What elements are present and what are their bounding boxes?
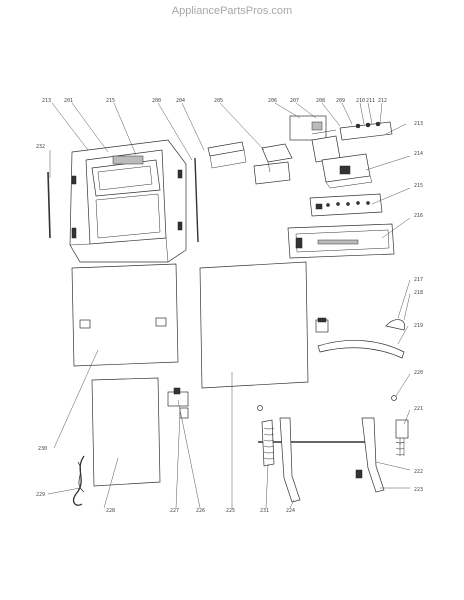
- callout-214: 214: [414, 151, 423, 157]
- hinge-spring-assembly: [391, 395, 409, 456]
- callout-211: 211: [366, 98, 375, 104]
- callout-229: 229: [36, 492, 45, 498]
- callout-205: 205: [214, 98, 223, 104]
- callout-206: 206: [268, 98, 277, 104]
- small-brackets: [315, 317, 406, 359]
- callout-226: 226: [196, 508, 205, 514]
- watermark-text: AppliancePartsPros.com: [171, 5, 293, 17]
- callout-223: 223: [414, 487, 423, 493]
- callout-207: 207: [290, 98, 299, 104]
- callout-213: 213: [42, 98, 51, 104]
- control-strip: [309, 193, 383, 217]
- inner-door-panel: [199, 261, 309, 389]
- vertical-trim-strip: [194, 157, 199, 243]
- callout-230: 230: [38, 446, 47, 452]
- callout-224: 224: [286, 508, 295, 514]
- wire-connectors: [311, 121, 393, 141]
- callout-212: 212: [378, 98, 387, 104]
- hinge-bar: [207, 141, 247, 169]
- callout-222: 222: [414, 469, 423, 475]
- door-latch: [167, 387, 189, 419]
- callout-200: 200: [152, 98, 161, 104]
- callout-220: 220: [414, 370, 423, 376]
- callout-221: 221: [414, 406, 423, 412]
- outer-door-panel: [71, 263, 179, 367]
- upper-control-module: [289, 115, 373, 189]
- callout-204: 204: [176, 98, 185, 104]
- callout-numbers: 213 201 215 200 204 205 206 207 208 209 …: [36, 98, 423, 514]
- callout-215a: 215: [106, 98, 115, 104]
- callout-231: 231: [260, 508, 269, 514]
- tub-assembly: [69, 139, 187, 263]
- lower-door-panel: [91, 377, 161, 487]
- callout-219: 219: [414, 323, 423, 329]
- side-rail: [47, 169, 183, 239]
- callout-227: 227: [170, 508, 179, 514]
- callout-213b: 213: [414, 121, 423, 127]
- control-panel: [287, 223, 395, 259]
- leader-lines: [47, 102, 411, 509]
- callout-217: 217: [414, 277, 423, 283]
- wire-harness: [72, 455, 85, 506]
- control-box: [253, 143, 293, 185]
- callout-232: 232: [36, 144, 45, 150]
- door-hinge-assembly: [257, 405, 385, 503]
- callout-208: 208: [316, 98, 325, 104]
- callout-215b: 215: [414, 183, 423, 189]
- callout-210: 210: [356, 98, 365, 104]
- callout-209: 209: [336, 98, 345, 104]
- callout-225: 225: [226, 508, 235, 514]
- callout-201: 201: [64, 98, 73, 104]
- callout-228: 228: [106, 508, 115, 514]
- callout-218: 218: [414, 290, 423, 296]
- callout-216: 216: [414, 213, 423, 219]
